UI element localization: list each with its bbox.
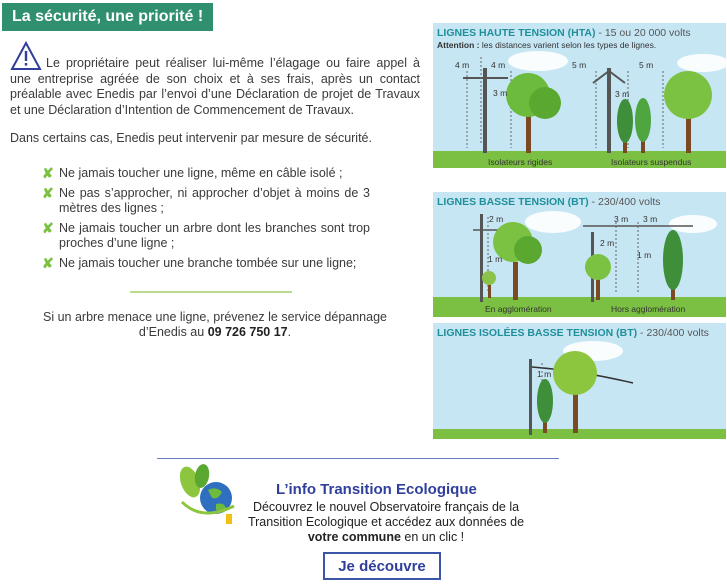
list-item: ✘Ne jamais toucher une branche tombée su… (42, 254, 357, 271)
list-item: ✘Ne jamais toucher une ligne, même en câ… (42, 165, 343, 181)
divider (157, 458, 559, 459)
bti-title: LIGNES ISOLÉES BASSE TENSION (BT) - 230/… (437, 327, 709, 339)
distance-label: 2 m (600, 238, 615, 248)
bti-diagram: LIGNES ISOLÉES BASSE TENSION (BT) - 230/… (433, 323, 726, 439)
caption-suspended-insulators: Isolateurs suspendus (611, 157, 692, 167)
distance-label: 1 m (637, 250, 652, 260)
list-item: ✘Ne pas s’approcher, ni approcher d’obje… (42, 184, 370, 215)
distance-label: 5 m (572, 60, 587, 70)
distance-label: 3 m (614, 214, 629, 224)
ecology-globe-icon (179, 464, 235, 524)
bti-illustration (433, 341, 726, 439)
promo-text: Découvrez le nouvel Observatoire françai… (247, 500, 525, 544)
hta-note: Attention : les distances varient selon … (437, 40, 657, 50)
safety-rules-list: ✘Ne jamais toucher une ligne, même en câ… (42, 165, 370, 275)
caption-out-of-town: Hors agglomération (611, 304, 686, 314)
distance-label: 5 m (639, 60, 654, 70)
cross-icon: ✘ (42, 165, 54, 181)
distance-label: 2 m (489, 214, 504, 224)
warning-icon (10, 41, 42, 70)
phone-number: 09 726 750 17 (207, 325, 288, 339)
promo-title: L’info Transition Ecologique (276, 481, 477, 498)
bt-diagram: LIGNES BASSE TENSION (BT) - 230/400 volt… (433, 192, 726, 317)
distance-label: 3 m (615, 89, 630, 99)
bt-title: LIGNES BASSE TENSION (BT) - 230/400 volt… (437, 196, 661, 208)
section-title: La sécurité, une priorité ! (2, 3, 214, 31)
distance-label: 4 m (455, 60, 470, 70)
distance-label: 4 m (491, 60, 506, 70)
list-item: ✘Ne jamais toucher un arbre dont les bra… (42, 219, 370, 250)
bt-illustration (433, 211, 726, 317)
hta-diagram: LIGNES HAUTE TENSION (HTA) - 15 ou 20 00… (433, 23, 726, 168)
intervention-paragraph: Dans certains cas, Enedis peut interveni… (10, 131, 372, 145)
cross-icon: ✘ (42, 184, 54, 201)
cross-icon: ✘ (42, 254, 54, 271)
divider (130, 291, 292, 293)
caption-in-town: En agglomération (485, 304, 552, 314)
cross-icon: ✘ (42, 219, 54, 236)
discover-button[interactable]: Je découvre (323, 552, 441, 580)
distance-label: 3 m (643, 214, 658, 224)
distance-label: 1 m (537, 369, 552, 379)
distance-label: 1 m (488, 254, 503, 264)
hta-title: LIGNES HAUTE TENSION (HTA) - 15 ou 20 00… (437, 27, 691, 39)
contact-paragraph: Si un arbre menace une ligne, prévenez l… (43, 310, 387, 339)
intro-paragraph: Le propriétaire peut réaliser lui-même l… (10, 56, 420, 117)
distance-label: 3 m (493, 88, 508, 98)
hta-illustration (433, 51, 726, 168)
caption-rigid-insulators: Isolateurs rigides (488, 157, 553, 167)
